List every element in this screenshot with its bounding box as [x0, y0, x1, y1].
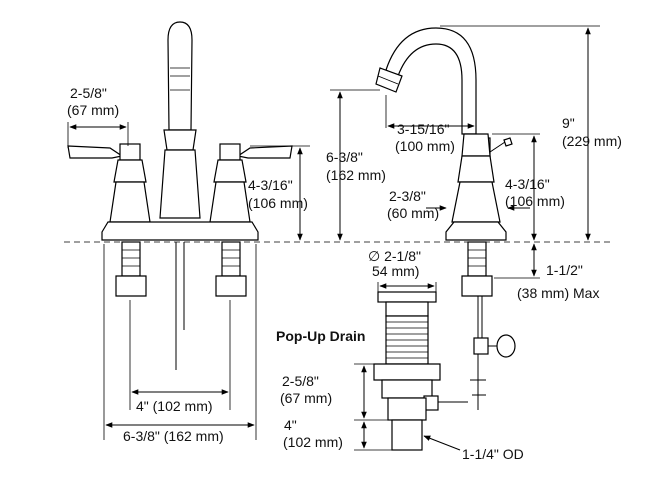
body-height-mm-label: (106 mm) — [505, 193, 565, 209]
pop-up-drain — [373, 291, 468, 451]
body-height-label: 4-3/16" — [505, 176, 550, 192]
drain-title: Pop-Up Drain — [276, 328, 365, 344]
base-depth-mm-label: (60 mm) — [387, 205, 439, 221]
drain-body-height-mm-label: (67 mm) — [280, 390, 332, 406]
drain-flange-diameter-label: ∅ 2-1/8" — [368, 248, 421, 264]
front-dimension-lines — [67, 122, 310, 440]
base-depth-label: 2-3/8" — [389, 188, 426, 204]
drain-outlet-label: 1-1/4" OD — [462, 446, 524, 462]
drain-tail-height-label: 4" — [284, 417, 297, 433]
shank-length-mm-label: (38 mm) Max — [517, 285, 599, 301]
side-dimension-lines — [330, 25, 600, 279]
drain-flange-diameter-mm-label: 54 mm) — [372, 263, 419, 279]
valve-height-label: 4-3/16" — [248, 177, 293, 193]
valve-height-mm-label: (106 mm) — [248, 195, 308, 211]
front-view-faucet — [67, 21, 293, 370]
spout-height-mm-label: (162 mm) — [326, 167, 386, 183]
overall-width-label: 6-3/8" (162 mm) — [123, 428, 224, 444]
spout-reach-mm-label: (100 mm) — [395, 138, 455, 154]
center-spacing-label: 4" (102 mm) — [136, 398, 213, 414]
handle-height-label: 2-5/8" — [70, 85, 107, 101]
drain-dimension-lines — [354, 282, 461, 451]
total-height-label: 9" — [562, 115, 575, 131]
handle-height-mm-label: (67 mm) — [67, 102, 119, 118]
spout-height-label: 6-3/8" — [326, 149, 363, 165]
total-height-mm-label: (229 mm) — [562, 133, 622, 149]
shank-length-label: 1-1/2" — [546, 262, 583, 278]
drain-body-height-label: 2-5/8" — [282, 373, 319, 389]
spout-reach-label: 3-15/16" — [397, 121, 449, 137]
side-view-faucet — [375, 27, 516, 410]
drain-tail-height-mm-label: (102 mm) — [283, 434, 343, 450]
